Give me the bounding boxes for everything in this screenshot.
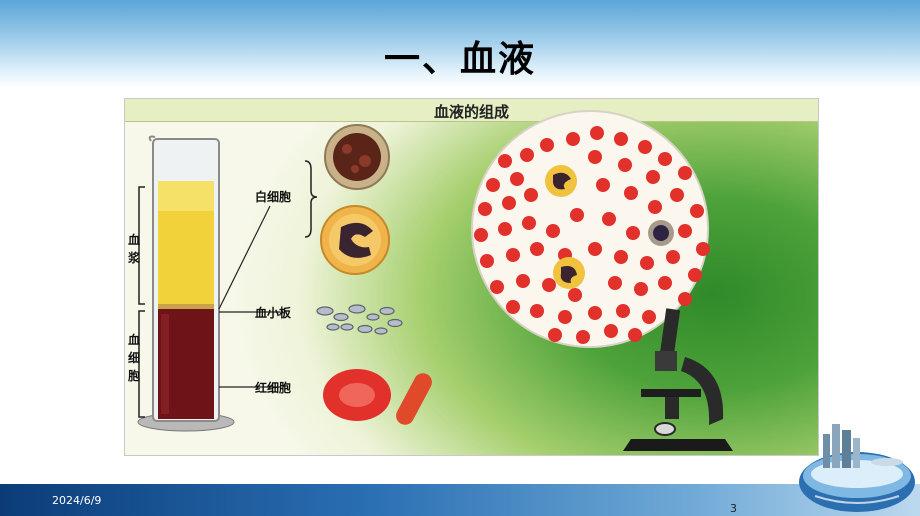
microscope-view: [471, 110, 710, 348]
page-number: 3: [730, 502, 737, 515]
figure-illustration: [137, 110, 733, 451]
header-band: [0, 0, 920, 88]
figure-header: [125, 99, 818, 122]
platelets-label: 血小板: [255, 306, 292, 320]
red-blood-cells: [323, 369, 432, 425]
globe-city-logo: [799, 424, 915, 512]
white-cells-label: 白细胞: [255, 190, 292, 204]
platelet-layer: [158, 304, 214, 310]
footer-date: 2024/6/9: [52, 494, 102, 507]
plasma-label: 血浆: [128, 233, 141, 265]
red-cells-label: 红细胞: [255, 381, 292, 395]
white-blood-cell-2: [320, 205, 390, 275]
white-blood-cell-1: [324, 124, 390, 190]
figure-title: 血液的组成: [433, 103, 509, 121]
blood-cells-label: 血细胞: [128, 333, 141, 383]
footer-band: [0, 484, 920, 516]
platelets: [316, 304, 403, 335]
microscope-icon: [623, 308, 733, 451]
graduated-cylinder: [137, 135, 280, 432]
microscope-white-cells: [545, 165, 674, 289]
slide-title: 一、血液: [383, 39, 536, 80]
blood-composition-figure: 血液的组成: [124, 98, 819, 456]
